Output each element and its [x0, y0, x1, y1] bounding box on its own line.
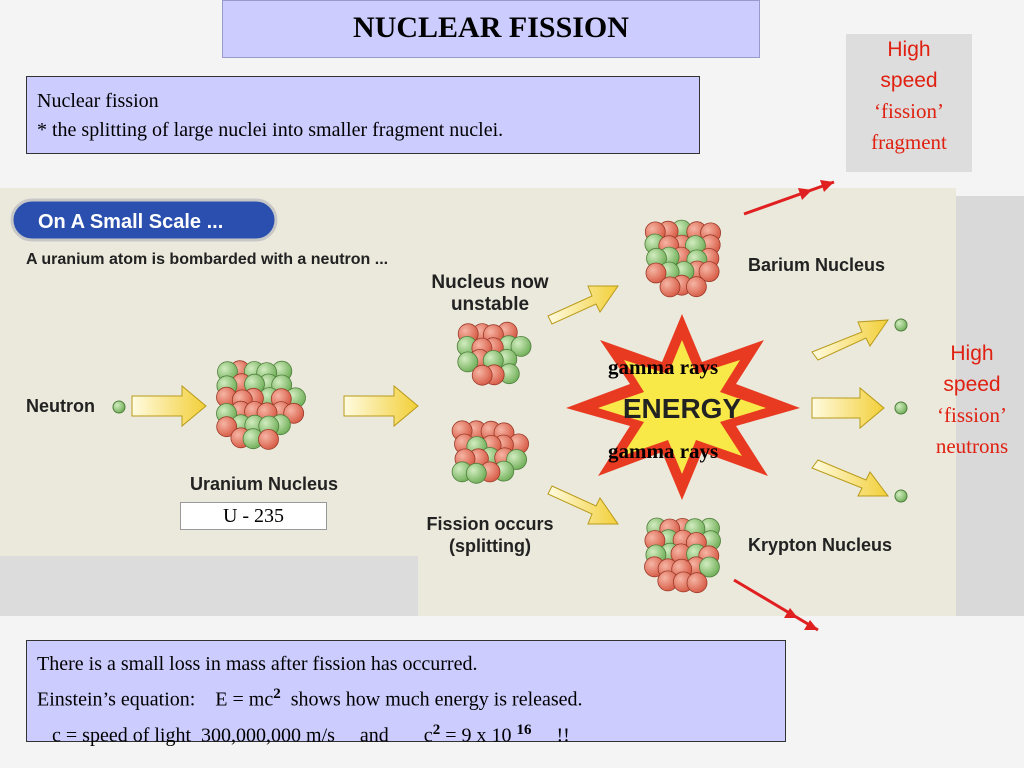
diagram-bottom-strip	[0, 556, 418, 616]
proton-sphere	[698, 261, 720, 283]
uranium-nucleus	[216, 360, 306, 450]
neutron-label-line3: ‘fission’	[937, 403, 1007, 427]
unstable-label-line2: unstable	[451, 294, 529, 315]
incoming-neutron	[112, 400, 126, 414]
energy-text: ENERGY	[623, 393, 742, 424]
neutron-label: Neutron	[26, 396, 95, 416]
krypton-label: Krypton Nucleus	[748, 535, 892, 555]
neutron-label-box: High speed ‘fission’ neutrons	[920, 338, 1024, 468]
proton-sphere	[283, 402, 305, 424]
arrow-neutron-out-middle	[811, 386, 885, 430]
u235-label: U - 235	[180, 502, 327, 530]
released-neutron-top	[894, 318, 908, 332]
definition-box: Nuclear fission * the splitting of large…	[26, 76, 700, 154]
fragment-label-line3: ‘fission’	[874, 99, 944, 123]
barium-label: Barium Nucleus	[748, 255, 885, 275]
released-neutron-bottom	[894, 489, 908, 503]
proton-sphere	[645, 262, 667, 284]
diagram-subtitle: A uranium atom is bombarded with a neutr…	[26, 251, 388, 268]
neutron-sphere	[510, 335, 532, 357]
unstable-nucleus	[451, 321, 532, 484]
neutron-label-line1: High	[950, 342, 994, 365]
released-neutron-middle	[894, 401, 908, 415]
proton-sphere	[659, 276, 681, 298]
fragment-label-line2: speed	[880, 69, 938, 92]
gamma-rays-top: gamma rays	[608, 355, 718, 379]
definition-text: * the splitting of large nuclei into sma…	[37, 119, 504, 141]
proton-sphere	[471, 364, 493, 386]
krypton-nucleus	[644, 517, 721, 594]
arrow-uranium-to-unstable	[343, 384, 419, 428]
fission-label-line1: Fission occurs	[426, 514, 553, 534]
fragment-motion-arrow-top	[743, 180, 835, 216]
arrow-neutron-to-uranium	[131, 384, 207, 428]
equation-line1: There is a small loss in mass after fiss…	[37, 653, 478, 675]
fragment-label-line1: High	[887, 38, 931, 61]
neutron-sphere	[465, 462, 487, 484]
banner-text: On A Small Scale ...	[38, 211, 223, 233]
equation-line3: c = speed of light 300,000,000 m/s and c…	[37, 721, 570, 747]
einstein-equation-box: There is a small loss in mass after fiss…	[26, 640, 786, 746]
gamma-rays-bottom: gamma rays	[608, 439, 718, 463]
neutron-sphere	[699, 556, 720, 578]
neutron-label-line2: speed	[943, 373, 1001, 396]
fragment-label-box: High speed ‘fission’ fragment	[846, 34, 972, 172]
page-title: NUCLEAR FISSION	[222, 0, 760, 58]
fission-label-line2: (splitting)	[449, 536, 531, 556]
arrow-neutron-out-top	[811, 319, 890, 361]
uranium-label: Uranium Nucleus	[190, 474, 338, 494]
energy-starburst: ENERGY	[566, 314, 800, 500]
fragment-motion-arrow-bottom	[733, 578, 819, 632]
neutron-label-line4: neutrons	[935, 434, 1009, 458]
definition-heading: Nuclear fission	[37, 90, 159, 112]
unstable-label-line1: Nucleus now	[431, 272, 548, 293]
equation-line2: Einstein’s equation: E = mc2 shows how m…	[37, 686, 583, 711]
arrow-to-krypton	[547, 485, 619, 525]
barium-nucleus	[644, 219, 721, 298]
diagram-right-panel	[956, 196, 1024, 616]
arrow-to-barium	[547, 285, 619, 325]
proton-sphere	[686, 276, 707, 298]
fragment-label-line4: fragment	[871, 130, 947, 154]
proton-sphere	[258, 428, 279, 450]
proton-sphere	[686, 572, 708, 594]
proton-sphere	[216, 416, 238, 438]
neutron-sphere	[457, 351, 479, 373]
small-scale-banner: On A Small Scale ...	[10, 198, 278, 242]
arrow-neutron-out-bottom	[811, 459, 889, 497]
